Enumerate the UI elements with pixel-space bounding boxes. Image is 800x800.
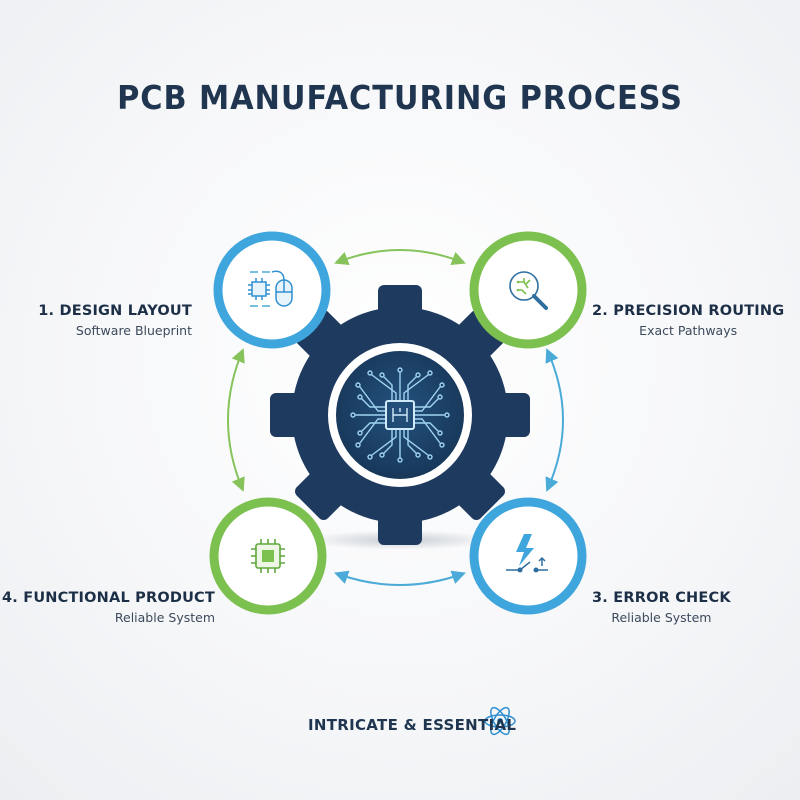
arrow-check-to-product [334,570,466,586]
step-2-title: 2. PRECISION ROUTING [592,303,785,319]
microchip-icon [251,539,285,573]
arrow-routing-to-check [545,348,564,492]
step-3-circle [469,497,587,615]
step-2-circle [469,231,587,349]
step-1-title: 1. DESIGN LAYOUT [38,303,192,319]
step-2-label: 2. PRECISION ROUTING Exact Pathways [592,303,784,338]
page-title: PCB MANUFACTURING PROCESS [117,78,683,117]
chip-mouse-icon [248,270,293,307]
step-2-subtitle: Exact Pathways [639,323,738,338]
step-1-circle [213,231,331,349]
lightning-switch-icon [506,534,548,573]
circuit-chip-icon [350,367,450,463]
arrow-design-to-routing [334,249,466,265]
step-4-subtitle: Reliable System [114,610,215,625]
step-1-label: 1. DESIGN LAYOUT Software Blueprint [38,303,192,338]
magnifier-circuit-icon [509,271,548,310]
footer-tagline: INTRICATE & ESSENTIAL [308,716,517,734]
atom-icon [484,706,516,736]
step-3-label: 3. ERROR CHECK Reliable System [592,590,731,625]
step-4-label: 4. FUNCTIONAL PRODUCT Reliable System [2,590,215,625]
step-1-subtitle: Software Blueprint [75,323,192,338]
step-4-title: 4. FUNCTIONAL PRODUCT [1,590,215,606]
step-3-subtitle: Reliable System [611,610,712,625]
step-3-title: 3. ERROR CHECK [592,590,731,606]
arrow-product-to-design [227,348,245,492]
